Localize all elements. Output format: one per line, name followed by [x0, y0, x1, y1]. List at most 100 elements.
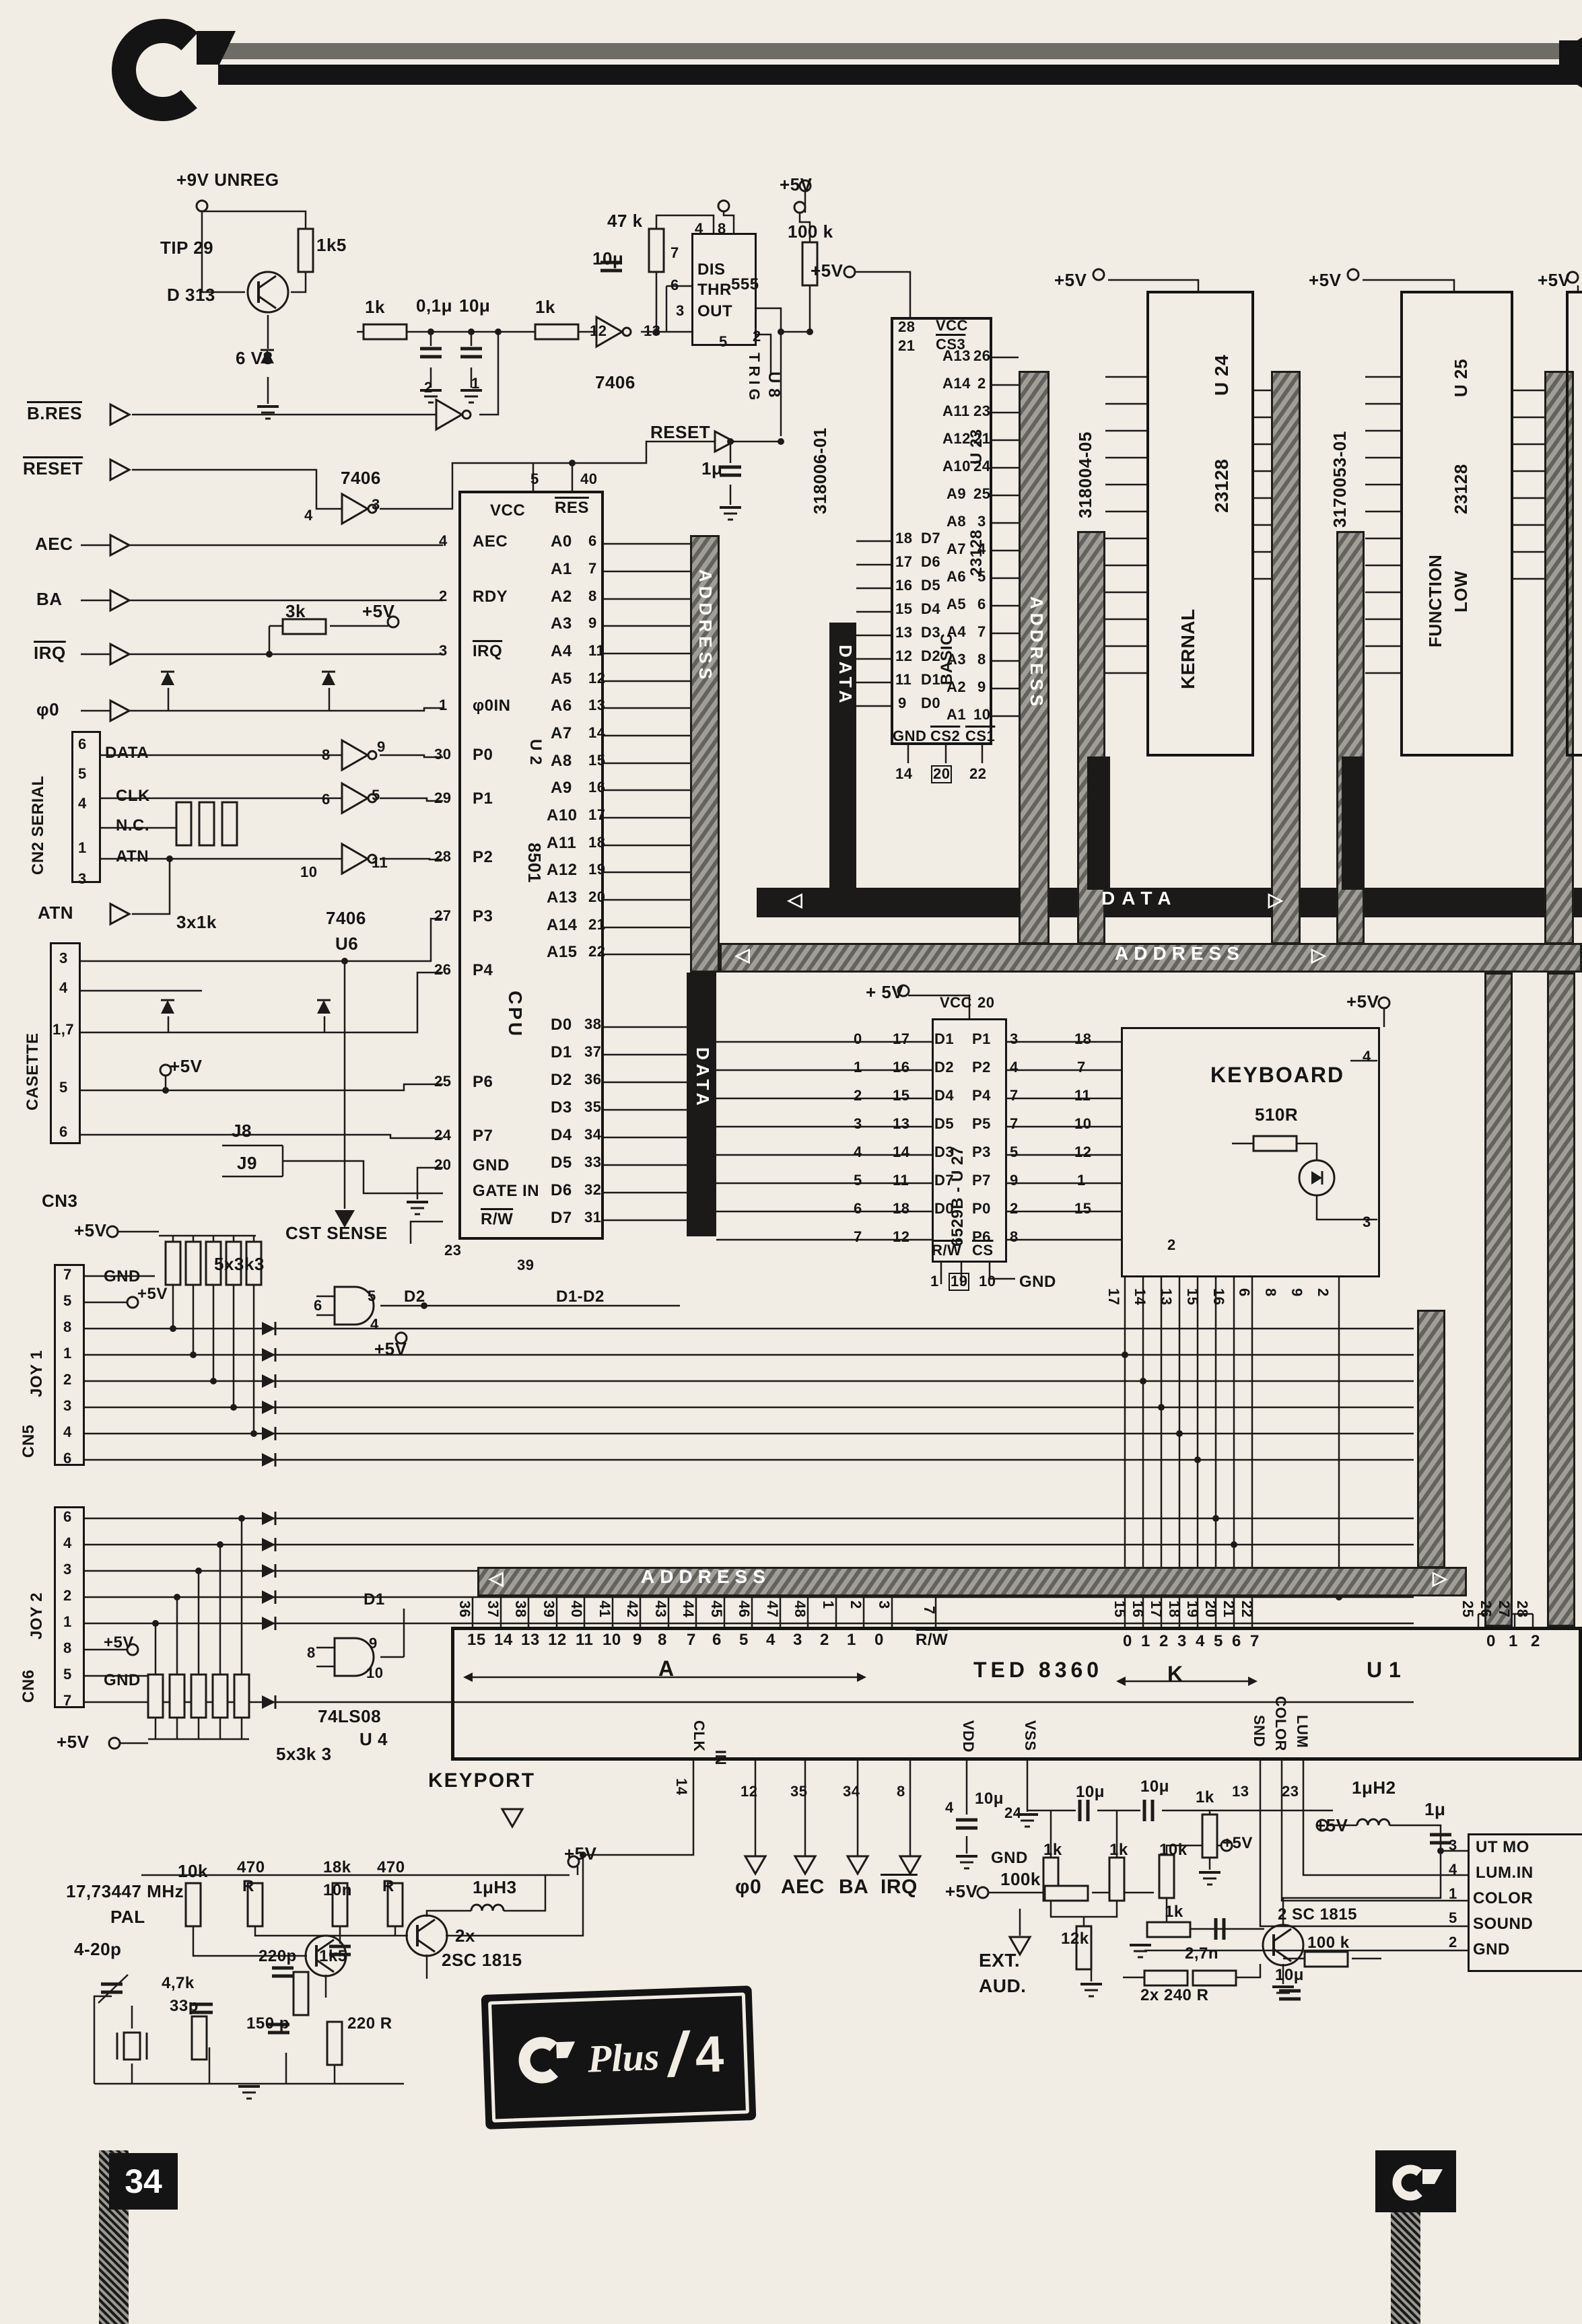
hex-inverters-label: 4 — [304, 507, 313, 524]
function-rom-u25-label: LOW — [1451, 570, 1471, 612]
keyboard-interface-u27-label: D2 — [934, 1059, 955, 1076]
audio-video-out-label: 1k — [1165, 1903, 1183, 1921]
left-connectors-label: 7 — [63, 1692, 72, 1709]
ted-8360-label: 42 — [624, 1600, 641, 1618]
left-connectors-label: JOY 1 — [28, 1349, 46, 1397]
basic-rom-u23-label: D1 — [921, 671, 941, 688]
keyboard-interface-u27-label: 4 — [1010, 1059, 1019, 1076]
cpu-8501-label: 23 — [444, 1242, 462, 1259]
rom-4-label: +5V — [1538, 270, 1571, 290]
bus-labels-label: ◁ — [735, 944, 751, 965]
left-connectors-label: DATA — [105, 744, 149, 762]
oscillator-label: 18k — [323, 1858, 351, 1876]
ted-8360-label: 0 — [874, 1631, 884, 1649]
quad-and-74ls08-label: 10 — [366, 1664, 384, 1681]
left-connectors-label: 4 — [59, 979, 68, 996]
page-number: 34 — [125, 2162, 162, 2200]
right-bus-2 — [1547, 973, 1575, 1627]
left-connectors-label: 3x1k — [176, 912, 217, 932]
quad-and-74ls08-label: 4 — [370, 1316, 379, 1333]
badge-slash-text: / — [667, 2020, 687, 2090]
ted-8360-label: 14 — [494, 1631, 513, 1649]
keyboard-label: 15 — [1184, 1288, 1201, 1306]
keyboard-label: 6 — [1236, 1288, 1253, 1297]
ted-8360-label: 41 — [596, 1600, 613, 1618]
keyboard-interface-u27-label: 7 — [854, 1228, 862, 1245]
cpu-8501-label: φ0IN — [473, 697, 511, 715]
ted-8360-label: 40 — [568, 1600, 585, 1618]
basic-rom-u23-label: 17 — [895, 553, 913, 570]
left-connectors-label: J9 — [237, 1153, 257, 1173]
cpu-8501-label: GATE IN — [473, 1182, 540, 1200]
cpu-8501-label: 36 — [584, 1071, 602, 1088]
audio-video-out-label: 4 — [1449, 1861, 1457, 1878]
keyboard-label: +5V — [1346, 991, 1379, 1012]
serial-connector-box — [71, 731, 101, 883]
left-connectors-label: 2 — [63, 1587, 72, 1604]
basic-rom-u23-label: 5 — [977, 568, 986, 585]
left-connectors-label: 5x3k3 — [214, 1254, 265, 1274]
left-connectors-label: ATN — [116, 847, 149, 866]
audio-video-out-label: GND — [1473, 1940, 1510, 1959]
basic-rom-u23-label: A7 — [947, 540, 967, 557]
ted-8360-label: AUD. — [979, 1975, 1027, 1996]
power-circuit-label: 1k5 — [316, 235, 347, 255]
power-circuit-label: +9V UNREG — [176, 170, 279, 190]
left-connectors-label: 2 — [63, 1371, 72, 1388]
power-circuit-label: 6 — [670, 277, 679, 293]
badge-four-text: 4 — [694, 2025, 725, 2084]
basic-rom-u23-label: D0 — [921, 695, 941, 711]
data-bus-horizontal — [757, 888, 1582, 917]
basic-rom-u23-label: 26 — [973, 347, 991, 364]
power-circuit-label: 0,1μ — [416, 295, 453, 316]
commodore-logo-icon — [1392, 2164, 1443, 2201]
left-connectors-label: 5 — [59, 1079, 68, 1096]
keyboard-interface-u27-label: 12 — [893, 1228, 910, 1245]
cpu-8501-label: P1 — [473, 789, 493, 808]
quad-and-74ls08-label: D2 — [404, 1288, 425, 1306]
keyboard-label: 2 — [1315, 1288, 1332, 1297]
basic-rom-u23-label: A2 — [947, 678, 967, 695]
ted-8360-label: R/W — [916, 1631, 949, 1649]
header-stripe-black — [218, 65, 1582, 85]
audio-video-out-label: SOUND — [1473, 1915, 1534, 1933]
page-header — [112, 19, 1582, 121]
bus-labels-label: ▷ — [1433, 1568, 1448, 1588]
left-connectors-label: CN3 — [42, 1191, 78, 1211]
keyboard-label: 510R — [1255, 1104, 1299, 1125]
hex-inverters-label: 3k — [285, 601, 306, 621]
ted-8360-label: 12 — [548, 1631, 567, 1649]
power-circuit-label: 12 — [590, 322, 607, 339]
left-connectors-label: +5V — [170, 1056, 203, 1076]
ted-8360-label: φ0 — [735, 1876, 762, 1898]
keyboard-interface-u27-label: 20 — [977, 994, 995, 1011]
basic-rom-u23-label: D7 — [921, 530, 941, 547]
keyboard-interface-u27-label: P7 — [972, 1172, 991, 1189]
cpu-8501-label: P7 — [473, 1127, 493, 1145]
keyboard-interface-u27-label: 9 — [1010, 1172, 1019, 1189]
ted-8360-label: 20 — [1202, 1600, 1219, 1618]
power-circuit-label: 7406 — [595, 372, 635, 392]
keyboard-interface-u27-label: 8 — [1010, 1228, 1019, 1245]
cpu-8501-label: 35 — [584, 1098, 602, 1115]
keyboard-interface-u27-label: 5 — [854, 1172, 862, 1189]
oscillator-label: 4-20p — [74, 1939, 122, 1959]
cpu-8501-label: GND — [473, 1156, 510, 1174]
keyboard-interface-u27-label: CS — [972, 1242, 994, 1259]
oscillator-label: 470 — [237, 1858, 265, 1876]
left-connectors-label: AEC — [35, 534, 73, 554]
cpu-8501-label: 34 — [584, 1126, 602, 1143]
ted-8360-label: 6 — [1232, 1632, 1241, 1650]
keyboard-label: 17 — [1105, 1288, 1122, 1306]
power-circuit-label: TIP 29 — [160, 238, 214, 258]
cpu-8501-label: 37 — [584, 1043, 602, 1060]
rom4-address-bus — [1544, 371, 1574, 944]
oscillator-label: 10k — [178, 1861, 208, 1881]
cpu-8501-label: A3 — [551, 614, 572, 633]
hex-inverters-label: U6 — [335, 934, 359, 954]
cpu-8501-label: D4 — [551, 1126, 572, 1144]
power-circuit-label: 8 — [718, 220, 726, 237]
oscillator-label: 33p — [170, 1997, 199, 2015]
ted-8360-label: 15 — [467, 1631, 486, 1649]
